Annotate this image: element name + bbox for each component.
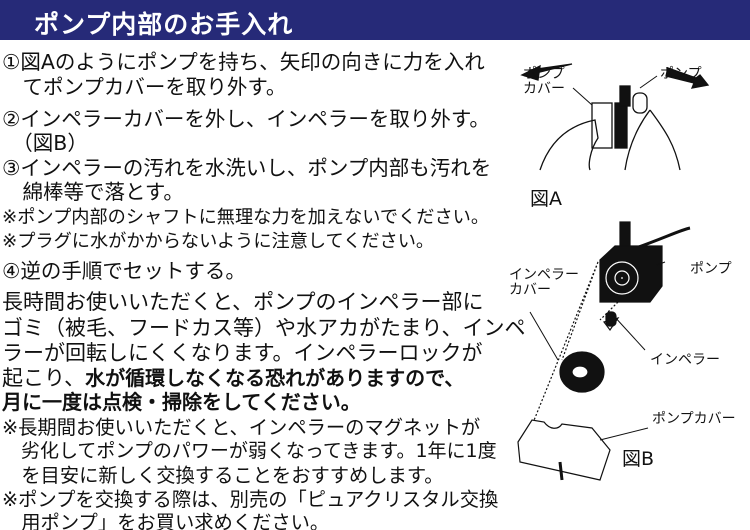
step-2-line-1: ②インペラーカバーを外し、インペラーを取り外す。 [2,107,490,131]
step-3-line-1: ③インペラーの汚れを水洗いし、ポンプ内部も汚れを [2,156,492,180]
fig-a-caption: 図A [530,188,562,210]
para-line-3: ラーが回転しにくくなります。インペラーロックが [2,341,483,365]
leader-lines [529,75,666,441]
fig-a-label-pump: ポンプ [660,66,702,82]
note-shaft: ※ポンプ内部のシャフトに無理な力を加えないでください。 [2,207,490,228]
para-line-2: ゴミ（被毛、フードカス等）や水アカがたまり、インペ [2,316,526,340]
note-magnet-3: を目安に新しく交換することをおすすめします。 [2,464,444,487]
step-1-line-1: ①図Aのようにポンプを持ち、矢印の向きに力を入れ [2,50,485,74]
step-4: ④逆の手順でセットする。 [2,259,246,283]
figure-a-drawing [520,63,710,171]
fig-b-label-pump-cover: ポンプカバー [652,411,736,427]
fig-b-caption: 図B [622,448,655,470]
fig-b-label-pump: ポンプ [690,261,732,277]
note-replace-2: 用ポンプ」をお買い求めください。 [2,511,330,530]
right-arrow-icon [665,67,710,89]
figures-illustration [517,63,710,481]
note-replace-1: ※ポンプを交換する際は、別売の「ピュアクリスタル交換 [2,488,499,511]
section-header: ポンプ内部のお手入れ [0,0,750,40]
fig-b-label-impeller-cover: インペラーカバー [509,267,579,299]
para-warning-line-2: 月に一度は点検・掃除をしてください。 [2,390,361,414]
fig-a-label-cover: ポンプカバー [523,66,565,98]
fig-b-label-impeller: インペラー [650,352,720,368]
step-1-line-2: てポンプカバーを取り外す。 [2,75,287,99]
note-plug: ※プラグに水がかからないように注意してください。 [2,231,435,252]
para-line-1: 長時間お使いいただくと、ポンプのインペラー部に [2,290,484,314]
note-magnet-1: ※長期間お使いいただくと、インペラーのマグネットが [2,416,481,439]
figure-b-drawing [517,221,691,481]
para-warning: 水が循環しなくなる恐れがありますので、 [85,366,465,390]
para-text: 起こり、 [2,366,86,390]
section-title: ポンプ内部のお手入れ [34,10,294,39]
para-line-4: 起こり、水が循環しなくなる恐れがありますので、 [2,368,464,389]
step-2-line-2: （図B） [2,131,88,155]
note-magnet-2: 劣化してポンプのパワーが弱くなってきます。1年に1度 [2,440,497,462]
step-3-line-2: 綿棒等で落とす。 [2,180,184,204]
